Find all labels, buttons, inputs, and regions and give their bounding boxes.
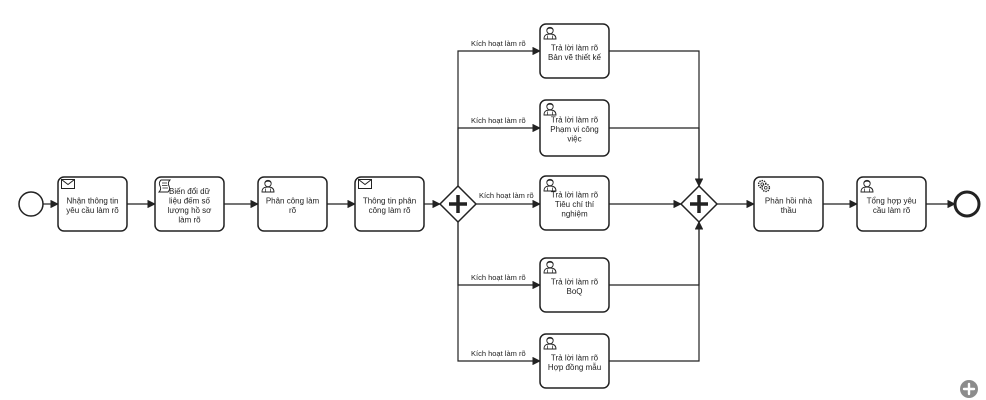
flow-label: Kích hoạt làm rõ: [471, 349, 526, 358]
task-label-line: Trả lời làm rõ: [551, 43, 599, 52]
flow-join-branch-2[interactable]: [609, 127, 704, 187]
task-label-line: Trả lời làm rõ: [551, 277, 599, 286]
task-label-line: rõ: [289, 206, 297, 215]
task-label-line: Biến đổi dữ: [169, 187, 211, 196]
flow-join-branch-1[interactable]: [609, 50, 704, 187]
parallel-split-gateway[interactable]: [438, 184, 478, 224]
envelope-icon: [358, 179, 372, 189]
flow-join-branch-5[interactable]: [609, 221, 704, 362]
flow-label: Kích hoạt làm rõ: [471, 116, 526, 125]
flow-label: Kích hoạt làm rõ: [471, 39, 526, 48]
flow-split-branch-5[interactable]: [457, 222, 541, 366]
task-label-line: liệu đếm số: [169, 196, 210, 205]
task-label-line: công làm rõ: [369, 206, 411, 215]
task-label-line: việc: [567, 135, 581, 144]
task-label-line: Trả lời làm rõ: [551, 191, 599, 200]
task-label-line: làm rõ: [178, 215, 201, 224]
zoom-button[interactable]: [960, 380, 978, 398]
task-label-line: Phản hồi nhà: [765, 196, 813, 205]
task-label-line: nghiệm: [561, 210, 588, 219]
flow-label: Kích hoạt làm rõ: [479, 191, 534, 200]
parallel-gateway-plus-icon: [690, 195, 708, 213]
task-label-line: yêu cầu làm rõ: [66, 206, 119, 215]
task-label-line: Trả lời làm rõ: [551, 116, 599, 125]
task-label-line: Nhận thông tin: [66, 196, 118, 205]
flow-split-branch-2[interactable]: [457, 123, 541, 186]
task-label-line: Phân công làm: [266, 196, 320, 205]
task-label-line: Phạm vi công: [550, 125, 598, 134]
task-label-line: Tiêu chí thí: [555, 200, 595, 209]
task-label-line: Trả lời làm rõ: [551, 353, 599, 362]
task-label-line: thầu: [781, 206, 797, 215]
parallel-join-gateway[interactable]: [679, 184, 719, 224]
task-label-line: cầu làm rõ: [873, 206, 911, 215]
flow-join-branch-4[interactable]: [609, 221, 704, 286]
task-label-line: Bản vẽ thiết kế: [548, 53, 601, 62]
end-event[interactable]: [953, 190, 981, 218]
parallel-gateway-plus-icon: [449, 195, 467, 213]
flow-label: Kích hoạt làm rõ: [471, 273, 526, 282]
task-label-line: lượng hồ sơ: [168, 206, 213, 215]
envelope-icon: [61, 179, 75, 189]
task-label-line: Hợp đồng mẫu: [548, 363, 601, 372]
start-event[interactable]: [18, 191, 44, 217]
sequence-flows: Kích hoạt làm rõ Kích hoạt làm rõ Kích hoạ…: [43, 39, 956, 366]
task-label-line: Thông tin phân: [363, 196, 416, 205]
task-label-line: Tổng hợp yêu: [867, 196, 917, 205]
task-label-line: BoQ: [566, 287, 582, 296]
